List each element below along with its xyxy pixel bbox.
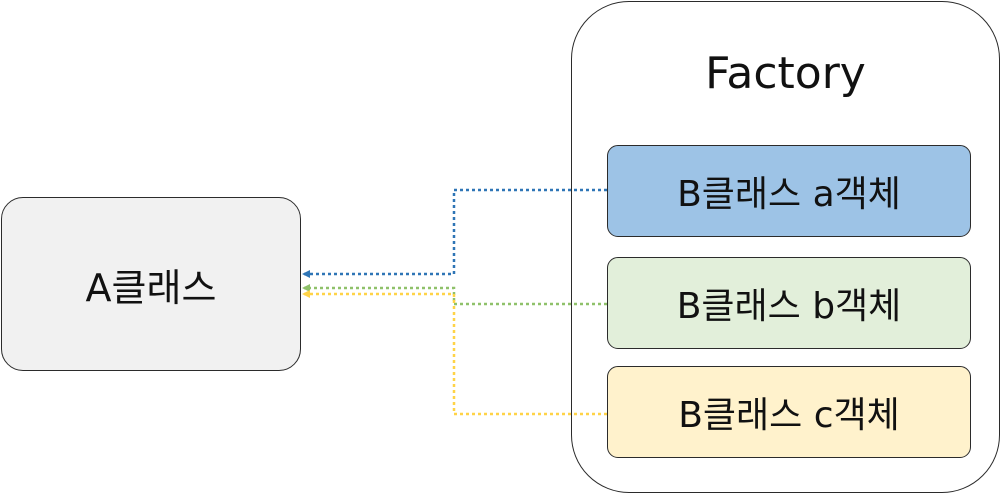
b-class-object-b: B클래스 b객체 [607,257,971,349]
b-class-object-c: B클래스 c객체 [607,366,971,458]
b-class-object-b-label: B클래스 b객체 [676,286,902,327]
connector-c [302,290,607,416]
b-class-object-a-label: B클래스 a객체 [677,174,901,215]
b-class-object-a: B클래스 a객체 [607,145,971,237]
class-a-box: A클래스 [1,197,301,371]
b-class-object-c-label: B클래스 c객체 [678,395,900,436]
factory-title: Factory [705,48,866,99]
connector-a [302,188,607,278]
class-a-label: A클래스 [85,265,217,310]
connector-b [302,284,607,306]
